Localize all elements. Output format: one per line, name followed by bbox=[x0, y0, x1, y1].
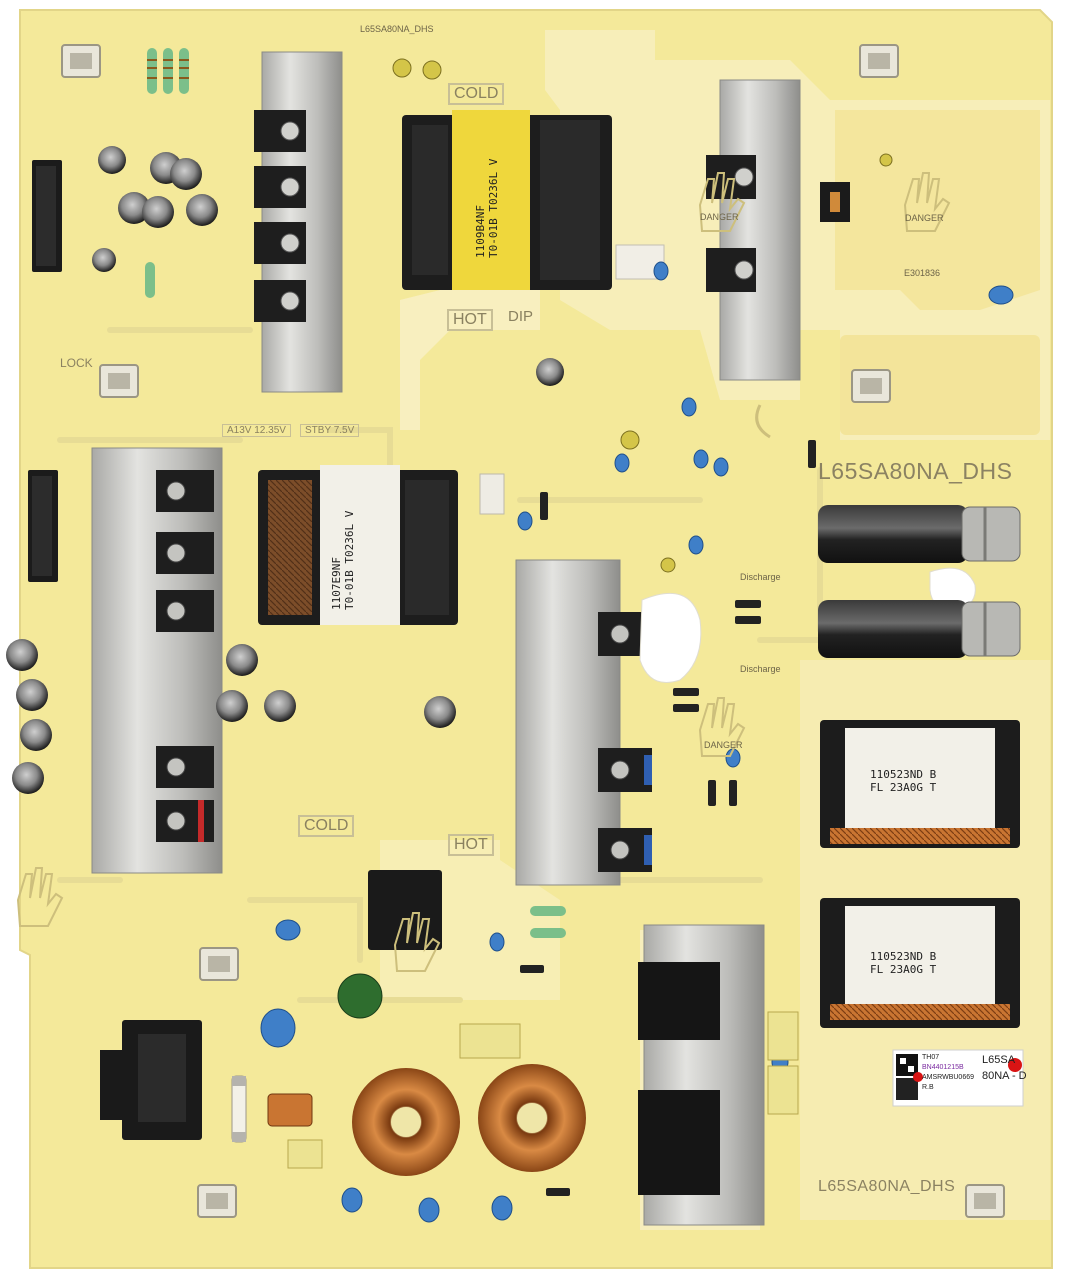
sticker-model-a: L65SA bbox=[982, 1054, 1016, 1066]
danger-label-2: DANGER bbox=[700, 212, 739, 222]
discharge-label-2: Discharge bbox=[740, 664, 781, 674]
hot-zone-label-bottom: HOT bbox=[448, 834, 494, 856]
danger-label-3: DANGER bbox=[704, 740, 743, 750]
cold-zone-label-top: COLD bbox=[448, 83, 505, 105]
danger-label-1: DANGER bbox=[905, 213, 944, 223]
board-model-label: L65SA80NA_DHS bbox=[818, 458, 1013, 484]
rail-label-1: A13V 12.35V bbox=[222, 424, 291, 437]
rail-label-2: STBY 7.5V bbox=[300, 424, 360, 437]
sticker-line-4: R.B bbox=[922, 1084, 934, 1091]
dip-label-1: DIP bbox=[508, 308, 534, 325]
main-transformer-1-label: 1109B4NF T0-01B T0236L V bbox=[474, 158, 500, 258]
board-bottom-label: L65SA80NA_DHS bbox=[818, 1178, 956, 1195]
llc-transformer-1-label: 110523ND B FL 23A0G T bbox=[870, 768, 937, 794]
discharge-label-1: Discharge bbox=[740, 572, 781, 582]
sticker-model-b: 80NA - D bbox=[982, 1070, 1027, 1082]
board-top-label: L65SA80NA_DHS bbox=[360, 24, 434, 34]
sticker-line-3: AMSRWBU0669 bbox=[922, 1074, 975, 1081]
lock-label: LOCK bbox=[60, 356, 93, 370]
hot-zone-label-top: HOT bbox=[447, 309, 493, 331]
ul-code: E301836 bbox=[904, 268, 941, 278]
cold-zone-label-bottom: COLD bbox=[298, 815, 355, 837]
sticker-line-2: BN4401215B bbox=[922, 1064, 964, 1071]
sticker-line-1: TH07 bbox=[922, 1054, 940, 1061]
main-transformer-2-label: 1107E9NF T0-01B T0236L V bbox=[330, 510, 356, 610]
llc-transformer-2-label: 110523ND B FL 23A0G T bbox=[870, 950, 937, 976]
